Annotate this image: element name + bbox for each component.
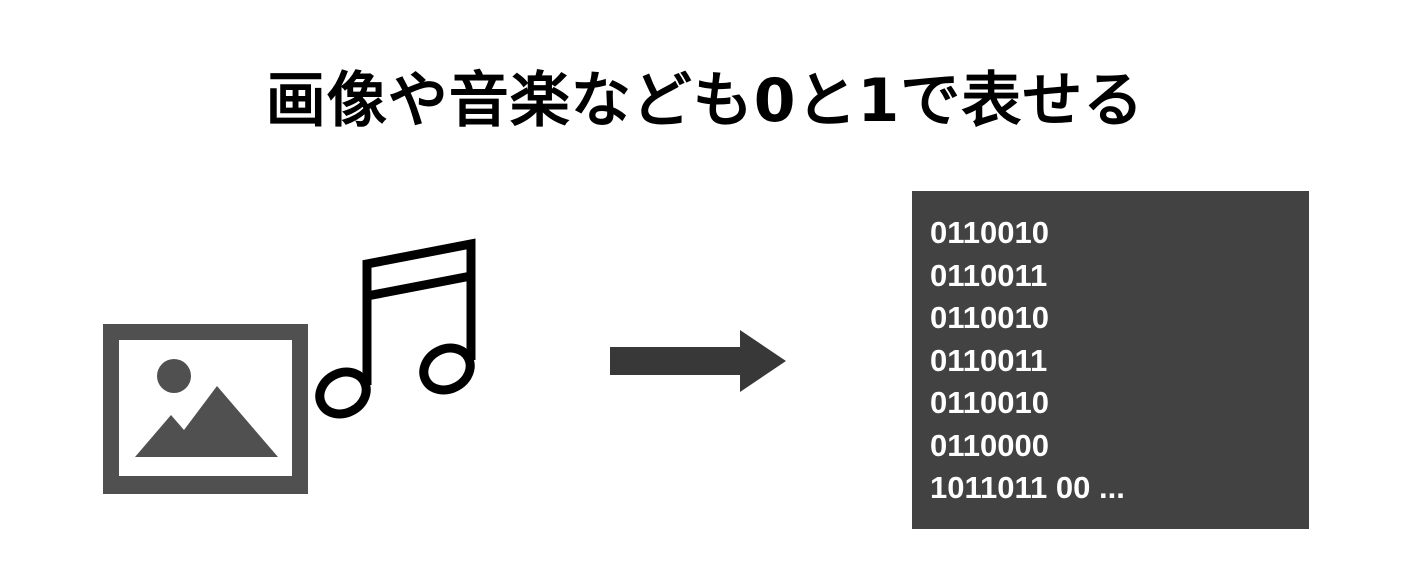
- binary-line: 1011011 00 ...: [930, 470, 1125, 505]
- binary-line: 0110010: [930, 300, 1049, 335]
- binary-line: 0110011: [930, 257, 1048, 293]
- binary-line: 0110000: [930, 427, 1049, 463]
- page-title: 画像や音楽なども0と1で表せる: [265, 66, 1145, 136]
- binary-line: 0110010: [930, 385, 1049, 420]
- binary-line: 0110010: [930, 215, 1049, 250]
- music-note-icon: [312, 236, 482, 431]
- right-arrow-icon: [610, 330, 790, 397]
- binary-data-panel: 0110010 0110011 0110010 0110011 0110010 …: [912, 191, 1309, 529]
- binary-line: 0110011: [930, 342, 1048, 378]
- image-icon: [103, 324, 308, 499]
